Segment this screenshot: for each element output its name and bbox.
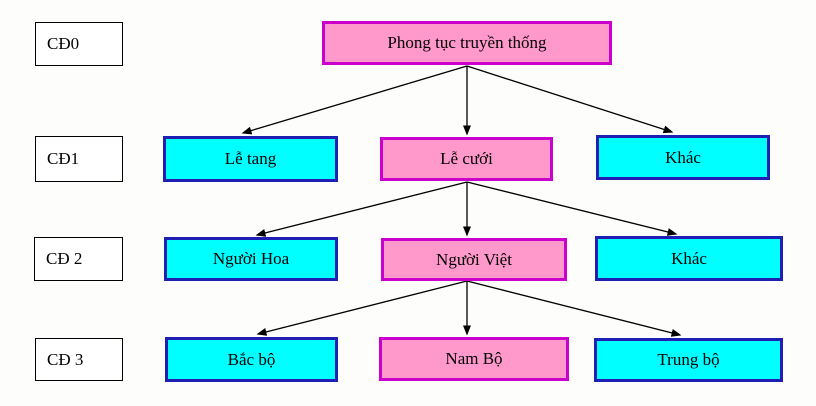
- level-label-cd2: CĐ 2: [34, 237, 123, 281]
- node-text: Lễ tang: [224, 149, 277, 168]
- node-text: Nam Bộ: [445, 349, 503, 368]
- node-trung-bo: Trung bộ: [594, 338, 783, 382]
- node-khac-level1: Khác: [596, 135, 770, 180]
- level-label-cd1: CĐ1: [35, 136, 123, 182]
- level-label-text: CĐ 2: [46, 249, 83, 268]
- edge-root-letang: [241, 65, 468, 135]
- level-label-text: CĐ 3: [47, 349, 84, 369]
- edge-lecuoi-nguoihoa: [255, 181, 468, 237]
- node-text: Người Hoa: [212, 249, 290, 268]
- edge-nguoiviet-trungbo: [466, 280, 682, 337]
- edge-nguoiviet-bacbo: [256, 280, 468, 336]
- level-label-cd3: CĐ 3: [35, 338, 123, 381]
- node-bac-bo: Bắc bộ: [165, 337, 338, 382]
- edge-lecuoi-khac2: [466, 181, 678, 236]
- node-text: Phong tục truyền thống: [387, 33, 547, 52]
- node-nguoi-hoa: Người Hoa: [164, 237, 338, 281]
- node-text: Khác: [665, 147, 701, 167]
- node-text: Lễ cưới: [440, 149, 493, 168]
- node-text: Khác: [671, 248, 707, 268]
- edge-root-khac1: [466, 65, 674, 134]
- node-khac-level2: Khác: [595, 236, 783, 281]
- node-nguoi-viet: Người Việt: [381, 238, 567, 281]
- node-text: Trung bộ: [657, 350, 720, 369]
- node-nam-bo: Nam Bộ: [379, 337, 569, 381]
- node-root-phong-tuc-truyen-thong: Phong tục truyền thống: [322, 21, 612, 65]
- level-label-text: CĐ1: [47, 149, 80, 168]
- node-text: Người Việt: [436, 249, 512, 269]
- node-le-cuoi: Lễ cưới: [380, 137, 553, 181]
- node-text: Bắc bộ: [227, 349, 276, 369]
- level-label-cd0: CĐ0: [35, 22, 123, 66]
- level-label-text: CĐ0: [47, 34, 80, 53]
- node-le-tang: Lễ tang: [163, 136, 338, 182]
